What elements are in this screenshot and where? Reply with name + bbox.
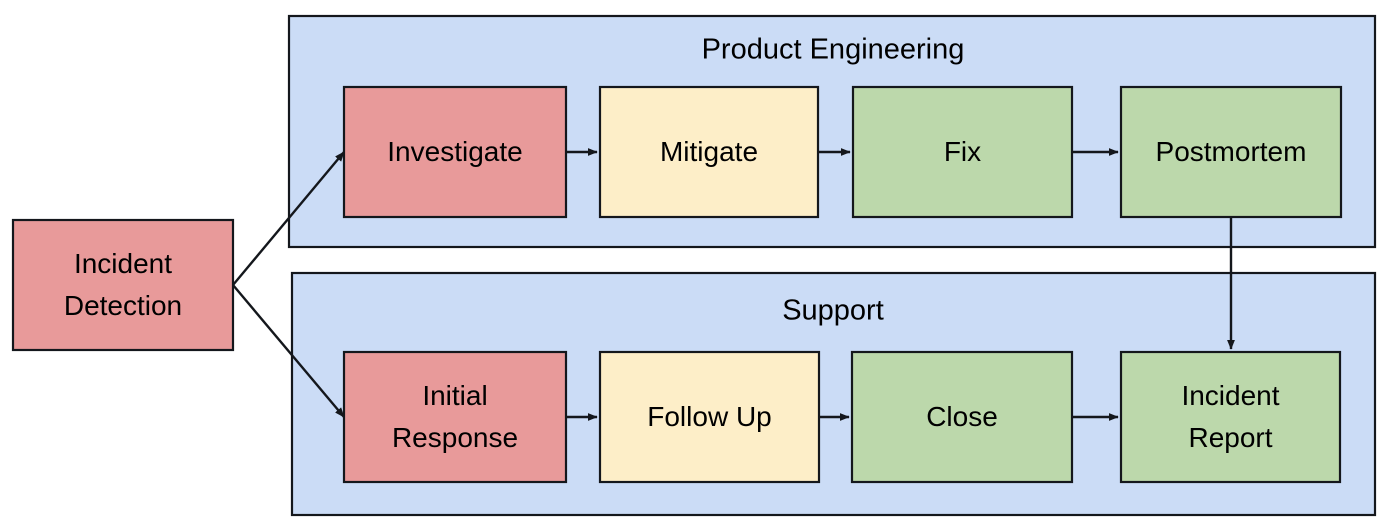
node-label-line: Fix bbox=[944, 136, 981, 167]
node-mitigate[interactable]: Mitigate bbox=[598, 85, 820, 219]
node-box[interactable] bbox=[11, 218, 235, 352]
node-close[interactable]: Close bbox=[850, 350, 1074, 484]
node-label: Close bbox=[926, 401, 998, 432]
node-label: Follow Up bbox=[647, 401, 771, 432]
node-postmortem[interactable]: Postmortem bbox=[1119, 85, 1343, 219]
edges-layer bbox=[232, 148, 1235, 421]
node-label: Mitigate bbox=[660, 136, 758, 167]
node-label-line: Postmortem bbox=[1156, 136, 1307, 167]
node-label: Fix bbox=[944, 136, 981, 167]
swimlane-title: Product Engineering bbox=[702, 34, 965, 66]
node-label: Investigate bbox=[387, 136, 522, 167]
node-box[interactable] bbox=[342, 85, 568, 219]
node-box[interactable] bbox=[851, 85, 1074, 219]
node-investigate[interactable]: Investigate bbox=[342, 85, 568, 219]
node-label-line: Response bbox=[392, 422, 518, 453]
node-label-line: Initial bbox=[422, 380, 487, 411]
node-box[interactable] bbox=[1119, 85, 1343, 219]
node-label-line: Incident bbox=[1181, 380, 1279, 411]
node-box[interactable] bbox=[850, 350, 1074, 484]
node-box[interactable] bbox=[342, 350, 568, 484]
node-label-line: Investigate bbox=[387, 136, 522, 167]
node-label-line: Follow Up bbox=[647, 401, 771, 432]
node-box[interactable] bbox=[598, 350, 821, 484]
node-box[interactable] bbox=[1119, 350, 1342, 484]
node-follow-up[interactable]: Follow Up bbox=[598, 350, 821, 484]
node-label-line: Report bbox=[1188, 422, 1272, 453]
node-fix[interactable]: Fix bbox=[851, 85, 1074, 219]
node-label-line: Detection bbox=[64, 290, 182, 321]
node-label-line: Mitigate bbox=[660, 136, 758, 167]
swimlane-title: Support bbox=[782, 295, 884, 327]
edge-detection-investigate bbox=[232, 151, 345, 286]
node-box[interactable] bbox=[598, 85, 820, 219]
node-label-line: Incident bbox=[74, 248, 172, 279]
edge-detection-initial-response bbox=[232, 284, 345, 418]
node-label: Postmortem bbox=[1156, 136, 1307, 167]
node-label-line: Close bbox=[926, 401, 998, 432]
